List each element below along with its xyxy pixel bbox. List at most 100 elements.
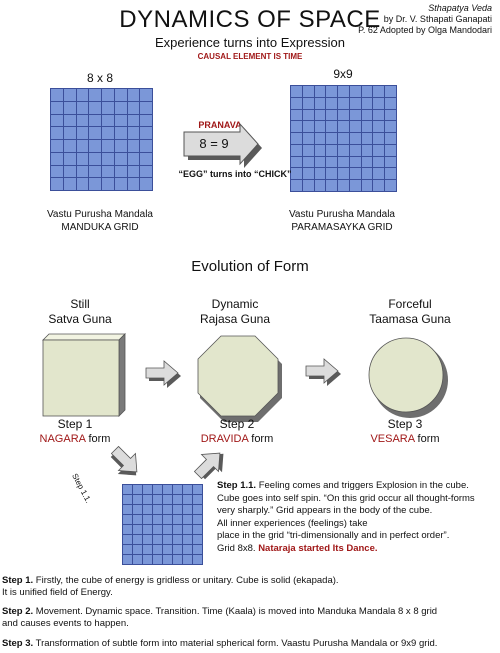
subtitle: Experience turns into Expression [154,35,346,50]
grid-cell [385,168,396,180]
grid-cell [183,545,192,554]
credit-source: Sthapatya Veda [428,3,492,13]
grid-cell [361,97,373,109]
step-1-form-suffix: form [85,433,111,445]
grid-cell [163,495,172,504]
grid-cell [133,485,142,494]
grid-cell [76,89,89,101]
grid-cell [326,121,338,133]
grid-cell [373,180,385,191]
grid-cell [361,109,373,121]
step-1-title: Step 1 [57,417,93,431]
evolution-title: Evolution of Form [191,258,309,275]
grid-cell [291,156,302,168]
grid-cell [51,140,63,152]
guna-3-line2: Taamasa Guna [369,312,451,326]
grid-cell [338,144,349,156]
grid-cell [89,89,101,101]
step-3-form-suffix: form [414,433,440,445]
grid-cell [133,515,142,524]
grid-cell [183,485,192,494]
grid-cell [140,127,152,139]
grid-cell [133,505,142,514]
grid-cell [385,86,396,97]
sphere-shape [368,337,448,418]
arrow-up-right-icon [193,452,224,480]
grid-cell [63,89,76,101]
guna-label-3: Forceful Taamasa Guna [350,297,470,327]
grid-cell [143,495,152,504]
grid-cell [143,485,152,494]
grid-cell [143,525,152,534]
credit-author: by Dr. V. Sthapati Ganapati [383,14,492,24]
grid-cell [338,121,349,133]
step-1-text: Firstly, the cube of energy is gridless … [33,575,339,586]
grid-cell [173,555,182,564]
grid-cell [102,140,114,152]
grid-cell [51,178,63,190]
grid-cell [89,178,101,190]
step-2-text: Movement. Dynamic space. Transition. Tim… [33,606,438,617]
grid-cell [349,144,361,156]
grid-cell [123,485,132,494]
step-3-explanation: Step 3. Transformation of subtle form in… [2,638,498,650]
grid-cell [153,535,162,544]
left-grid-label: 8 x 8 [86,71,113,85]
step-2-explanation: Step 2. Movement. Dynamic space. Transit… [2,606,498,630]
grid-cell [123,525,132,534]
grid-cell [373,97,385,109]
grid-cell [373,86,385,97]
grid-cell [361,86,373,97]
paramasayka-grid [290,85,397,192]
grid-cell [373,121,385,133]
grid-cell [326,156,338,168]
grid-cell [385,180,396,191]
step-3-title: Step 3 [387,417,423,431]
step-1-1-line2: Cube goes into self spin. “On this grid … [217,492,475,504]
step-1-1-bold: Step 1.1. [217,480,257,491]
grid-cell [140,140,152,152]
small-manduka-grid [122,484,203,565]
grid-cell [63,152,76,165]
grid-cell [173,505,182,514]
grid-cell [338,168,349,180]
grid-cell [338,97,349,109]
grid-cell [302,144,314,156]
guna-2-line1: Dynamic [211,297,259,311]
step-3-text: Transformation of subtle form into mater… [33,638,438,649]
grid-cell [63,127,76,139]
grid-cell [349,109,361,121]
grid-cell [193,545,202,554]
grid-cell [193,485,202,494]
grid-cell [102,101,114,114]
grid-cell [385,121,396,133]
grid-cell [338,133,349,144]
grid-cell [173,525,182,534]
grid-cell [326,180,338,191]
grid-cell [127,101,140,114]
step-1-bold: Step 1. [2,575,34,586]
step-2-form-suffix: form [248,433,274,445]
grid-cell [291,133,302,144]
grid-cell [302,97,314,109]
grid-cell [361,168,373,180]
right-grid-caption-line1: Vastu Purusha Mandala [289,209,395,220]
grid-cell [133,495,142,504]
guna-label-1: Still Satva Guna [30,297,130,327]
left-grid-caption-line1: Vastu Purusha Mandala [47,209,153,220]
grid-cell [127,165,140,178]
step-1-1-diagonal-label: Step 1.1. [70,472,94,505]
grid-cell [314,121,326,133]
grid-cell [338,109,349,121]
grid-cell [361,156,373,168]
grid-cell [153,515,162,524]
grid-cell [314,180,326,191]
step-2-title: Step 2 [219,417,255,431]
grid-cell [89,114,101,127]
step-1-label: Step 1 NAGARA form [25,417,125,447]
grid-cell [183,555,192,564]
grid-cell [193,505,202,514]
step-3-label: Step 3 VESARA form [350,417,460,447]
grid-cell [349,168,361,180]
grid-cell [349,86,361,97]
